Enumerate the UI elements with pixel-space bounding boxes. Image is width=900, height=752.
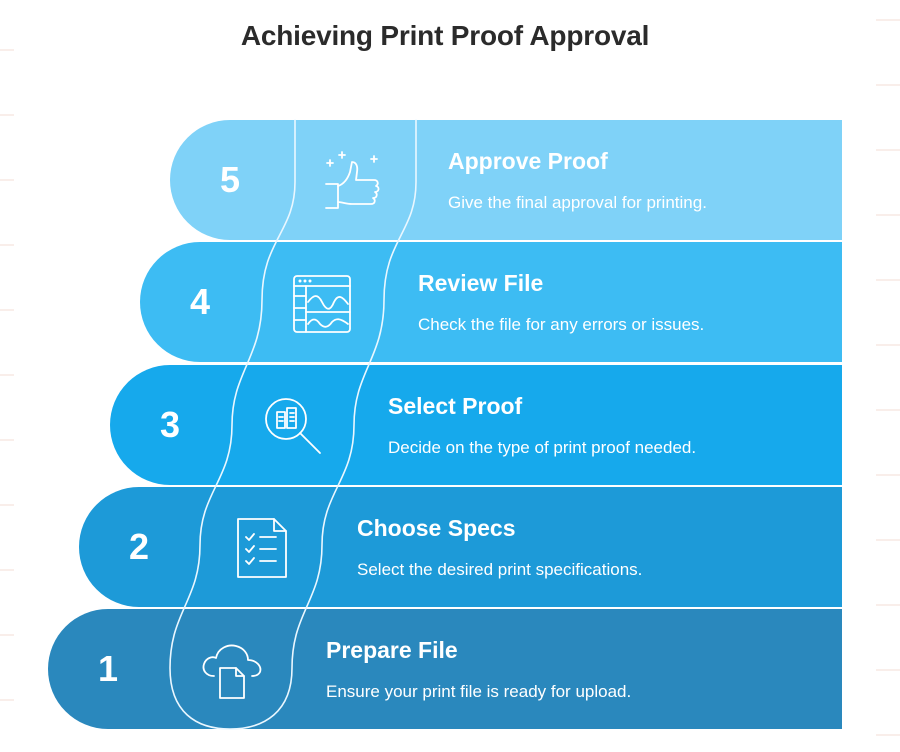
browser-chart-icon (290, 272, 354, 336)
step-5-number: 5 (219, 159, 241, 200)
step-1-heading: Prepare File (326, 637, 458, 663)
step-5-heading: Approve Proof (448, 148, 608, 174)
magnify-document-icon (262, 395, 326, 459)
step-2-number: 2 (128, 526, 150, 567)
step-2-description: Select the desired print specifications. (357, 560, 643, 579)
step-4-heading: Review File (418, 270, 544, 296)
step-5-description: Give the final approval for printing. (448, 193, 707, 212)
step-4-number: 4 (189, 281, 211, 322)
step-3-heading: Select Proof (388, 393, 523, 419)
step-5: 5 Approve Proof Give the final approval … (170, 120, 842, 240)
step-3-description: Decide on the type of print proof needed… (388, 438, 697, 457)
cloud-file-icon (200, 638, 264, 702)
step-1-description: Ensure your print file is ready for uplo… (326, 682, 632, 701)
step-3-number: 3 (159, 404, 181, 445)
step-4-description: Check the file for any errors or issues. (418, 315, 705, 334)
diagram-title: Achieving Print Proof Approval (240, 20, 650, 51)
step-1-number: 1 (97, 648, 119, 689)
checklist-icon (230, 515, 294, 579)
step-1: 1 Prepare File Ensure your print file is… (48, 609, 842, 729)
thumbs-up-sparkle-icon (322, 150, 386, 214)
step-2-heading: Choose Specs (357, 515, 516, 541)
step-4: 4 Review File Check the file for any err… (140, 242, 842, 362)
